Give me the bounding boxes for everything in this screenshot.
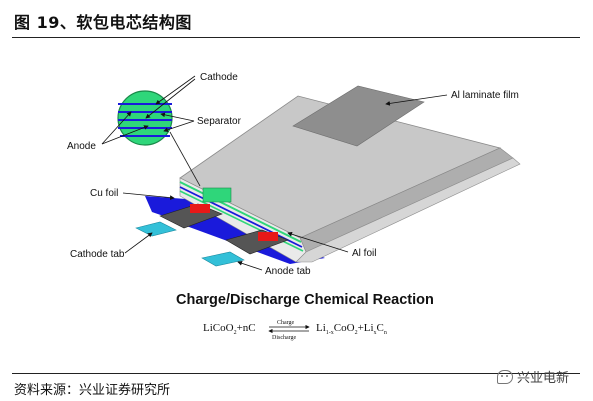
source-note: 资料来源：兴业证券研究所: [14, 383, 171, 398]
title-rule: [12, 37, 580, 38]
reaction-heading: Charge/Discharge Chemical Reaction: [176, 292, 434, 308]
cathode-tab: [135, 221, 177, 237]
leader-cathode-2: [145, 78, 196, 119]
cathode-tab-red: [190, 204, 210, 213]
separator-green-block: [202, 187, 232, 203]
label-al-laminate-film: Al laminate film: [451, 90, 519, 101]
equation-discharge-label: Discharge: [272, 335, 297, 341]
al-laminate-patch: [292, 85, 425, 147]
label-anode-tab: Anode tab: [265, 266, 311, 277]
leader-al-foil: [287, 231, 349, 253]
stack-line-1: [179, 181, 302, 243]
leader-anode: [101, 111, 132, 145]
leader-anode-2: [101, 125, 149, 145]
leader-cathode-tab: [124, 232, 153, 254]
leader-separator-2: [163, 120, 195, 133]
equation-charge-label: Charge: [277, 320, 295, 326]
anode-tab: [201, 251, 245, 267]
leader-cu-foil: [122, 192, 175, 200]
leader-anode-tab: [237, 260, 263, 271]
watermark: 兴业电新: [497, 367, 569, 386]
magnifier-guide: [169, 131, 201, 187]
label-separator: Separator: [197, 116, 242, 127]
label-al-foil: Al foil: [352, 248, 376, 259]
label-cathode-tab: Cathode tab: [70, 249, 125, 260]
leader-separator: [160, 112, 195, 122]
watermark-text: 兴业电新: [517, 371, 570, 386]
label-cu-foil: Cu foil: [90, 188, 118, 199]
stack-line-2: [179, 186, 303, 248]
leader-al-laminate: [385, 94, 448, 106]
equation-left: LiCoO2+nC: [203, 322, 256, 336]
wechat-icon: [497, 369, 513, 384]
label-anode: Anode: [67, 141, 96, 152]
figure-title: 图 19、软包电芯结构图: [14, 13, 192, 32]
label-cathode: Cathode: [200, 72, 238, 83]
equation-right: Li1-xCoO2+LixCn: [316, 322, 387, 336]
anode-tab-red: [258, 232, 278, 241]
source-rule: [12, 373, 580, 374]
leader-cathode: [155, 75, 196, 105]
